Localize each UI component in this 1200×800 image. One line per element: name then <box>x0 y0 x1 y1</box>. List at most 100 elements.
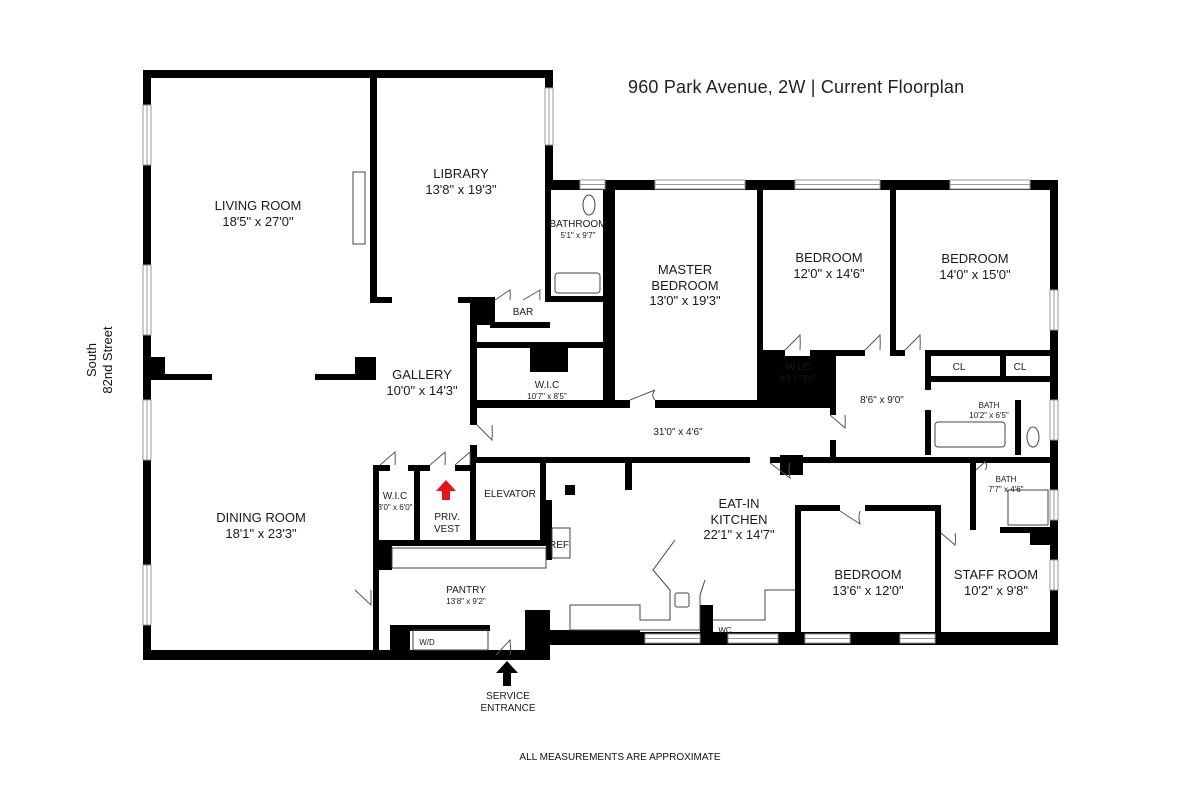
toilet <box>1026 426 1040 448</box>
wall-segment <box>490 322 550 328</box>
bathtub <box>934 421 1006 448</box>
wall-segment <box>373 540 392 570</box>
room-name: PRIV. <box>434 512 460 523</box>
room-size: 3'0" x 6'0" <box>377 503 413 512</box>
door-swing <box>839 510 861 526</box>
label-line: ENTRANCE <box>480 703 536 714</box>
wall-segment <box>525 610 550 660</box>
wall-segment <box>757 350 785 356</box>
footer-note: ALL MEASUREMENTS ARE APPROXIMATE <box>519 752 721 763</box>
room-size: 14'0" x 15'0" <box>939 266 1011 282</box>
wall-segment <box>925 376 1050 382</box>
kitchen-island <box>569 539 706 631</box>
room-hall-small: 8'6" x 9'0" <box>860 395 904 406</box>
wall-segment <box>470 445 477 462</box>
wall-segment <box>565 485 575 495</box>
room-size: 13'6" x 12'0" <box>832 582 904 598</box>
wall-segment <box>143 374 212 380</box>
black-up-arrow-icon <box>496 661 518 686</box>
windows <box>142 87 1059 644</box>
room-name: BEDROOM <box>941 251 1009 266</box>
room-name: EAT-IN <box>718 496 760 511</box>
room-name: W.I.C <box>534 380 560 391</box>
wall-segment <box>890 183 896 356</box>
wall-segment <box>143 650 550 660</box>
door-swing <box>476 424 493 442</box>
wall-segment <box>143 70 553 78</box>
wall-segment <box>470 400 630 408</box>
wall-segment <box>546 500 552 560</box>
wall-segment <box>355 357 376 380</box>
wall-segment <box>315 374 376 380</box>
room-name: DINING ROOM <box>216 510 306 525</box>
wall-segment <box>545 296 609 302</box>
bathtub <box>554 272 601 294</box>
wall-segment <box>603 300 609 405</box>
room-name: BATH <box>978 401 1000 410</box>
room-bar: BAR <box>512 307 534 318</box>
label-line: SERVICE <box>486 691 530 702</box>
door-swing <box>975 461 988 471</box>
wall-segment <box>830 440 836 460</box>
room-size: 7'7" x 4'6" <box>988 484 1024 494</box>
door-swing <box>495 638 511 656</box>
door-swing <box>522 289 541 301</box>
room-name: BEDROOM <box>834 567 902 582</box>
red-up-arrow-icon <box>436 480 456 500</box>
wall-segment <box>373 540 546 546</box>
door-swing <box>429 450 446 466</box>
room-size: 13'0" x 19'3" <box>649 293 721 309</box>
wall-segment <box>795 505 840 511</box>
room-name: MASTER <box>657 262 713 277</box>
room-name: W.I.C <box>785 362 811 373</box>
room-size: 10'2" x 9'8" <box>963 582 1029 598</box>
room-size: 10'2" x 6'5" <box>969 410 1009 420</box>
wall-segment <box>1030 527 1058 545</box>
wall-segment <box>830 350 836 415</box>
kitchen-counter <box>713 589 795 621</box>
room-name: BATH <box>995 475 1017 484</box>
wall-segment <box>470 460 476 545</box>
room-size: 13'8" x 19'3" <box>425 181 497 197</box>
wall-segment <box>609 183 615 405</box>
fixtures <box>352 171 1049 656</box>
room-elevator: ELEVATOR <box>484 489 536 500</box>
toilet <box>582 194 596 216</box>
wall-segment <box>795 505 801 645</box>
wall-segment <box>970 460 976 530</box>
room-size: 5'1" x 9'7" <box>560 231 596 240</box>
room-ref: REF <box>549 540 569 551</box>
room-closet-2: CL <box>1013 362 1027 373</box>
washer-dryer <box>412 629 489 651</box>
door-swing <box>829 414 846 430</box>
wall-segment <box>1015 400 1021 455</box>
door-swing <box>494 289 511 301</box>
wall-segment <box>780 455 803 475</box>
room-size: 22'1" x 14'7" <box>703 527 775 543</box>
room-size: 13'8" x 9'2" <box>446 597 486 606</box>
wall-segment <box>925 350 1050 356</box>
room-wc: WC <box>718 626 732 635</box>
wall-segment <box>373 465 390 471</box>
wall-segment <box>540 460 546 545</box>
wall-segment <box>470 300 495 325</box>
room-corridor: 31'0" x 4'6" <box>653 427 703 438</box>
wall-segment <box>1000 527 1058 533</box>
room-size: 10'0" x 14'3" <box>386 382 458 398</box>
wall-segment <box>550 630 640 645</box>
wall-segment <box>603 183 609 300</box>
wall-segment <box>700 605 713 645</box>
bath-fixture <box>1007 489 1049 526</box>
wall-segment <box>545 183 551 300</box>
street-line-2: 82nd Street <box>100 326 115 394</box>
wall-segment <box>390 625 410 660</box>
